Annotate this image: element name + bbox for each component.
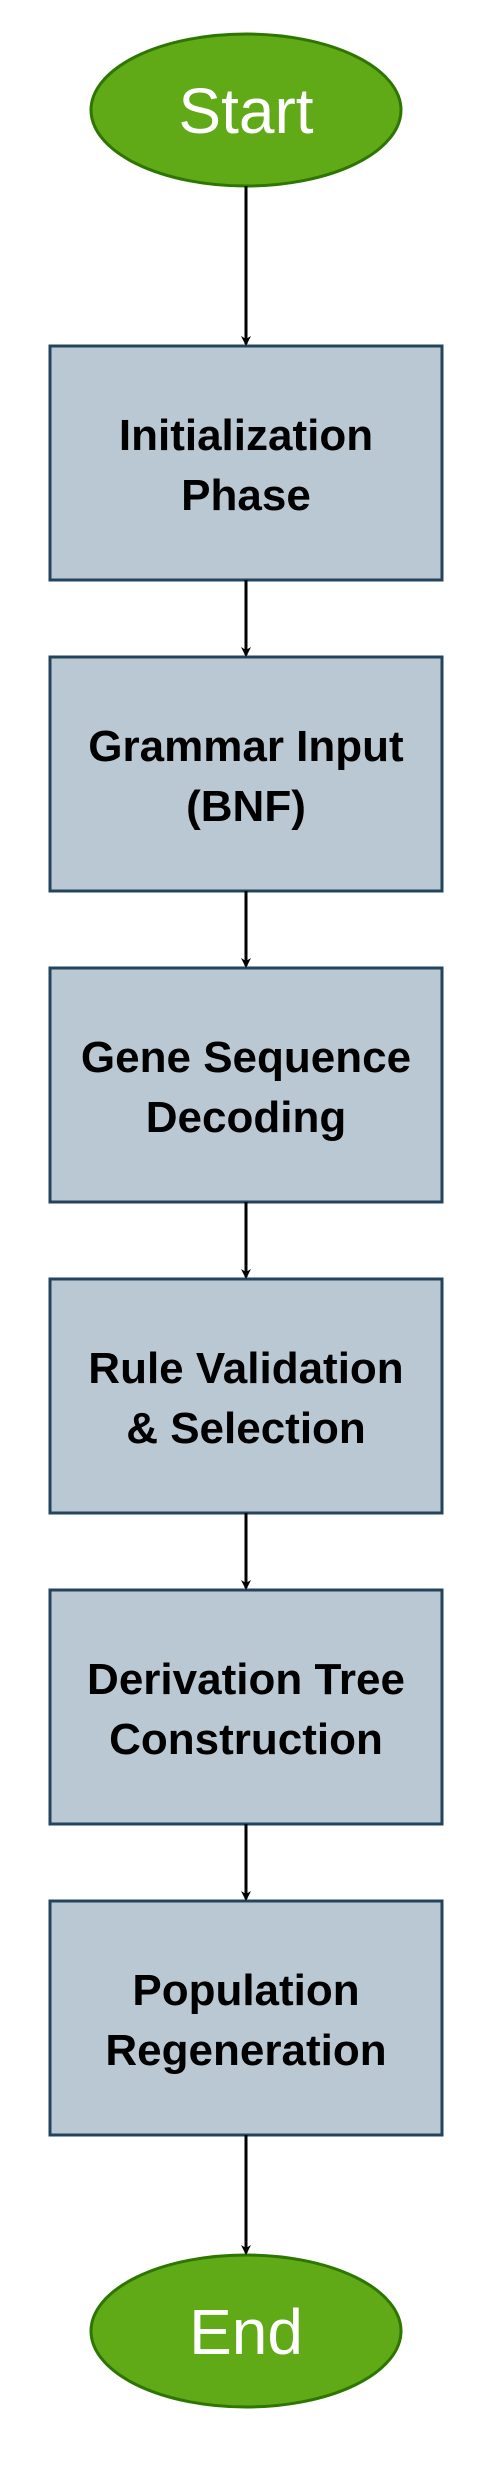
step-label-line-1: Rule Validation [88, 1344, 403, 1393]
step-label-line-2: Decoding [146, 1093, 346, 1142]
process-step: Gene Sequence Decoding [48, 966, 444, 1204]
step-box [48, 966, 444, 1204]
step-label-line-2: Phase [181, 471, 311, 520]
end-label: End [189, 2296, 303, 2368]
step-label-line-2: Construction [109, 1715, 383, 1764]
step-label-line-1: Population [132, 1966, 359, 2015]
process-step: Derivation Tree Construction [48, 1588, 444, 1826]
step-label-line-2: & Selection [126, 1404, 366, 1453]
step-label-line-1: Derivation Tree [87, 1655, 405, 1704]
start-node: Start [89, 32, 403, 188]
step-box [48, 655, 444, 893]
step-label-line-2: (BNF) [186, 782, 306, 831]
step-label-line-1: Gene Sequence [81, 1033, 411, 1082]
process-step: Rule Validation & Selection [48, 1277, 444, 1515]
step-label-line-1: Initialization [119, 411, 373, 460]
step-label-line-2: Regeneration [105, 2026, 386, 2075]
process-step: Grammar Input (BNF) [48, 655, 444, 893]
start-label: Start [178, 75, 313, 147]
process-step: Initialization Phase [48, 344, 444, 582]
step-label-line-1: Grammar Input [88, 722, 404, 771]
step-box [48, 1899, 444, 2137]
process-step: Population Regeneration [48, 1899, 444, 2137]
step-box [48, 1588, 444, 1826]
end-node: End [89, 2253, 403, 2409]
end-ellipse [89, 2253, 403, 2409]
step-box [48, 344, 444, 582]
step-box [48, 1277, 444, 1515]
